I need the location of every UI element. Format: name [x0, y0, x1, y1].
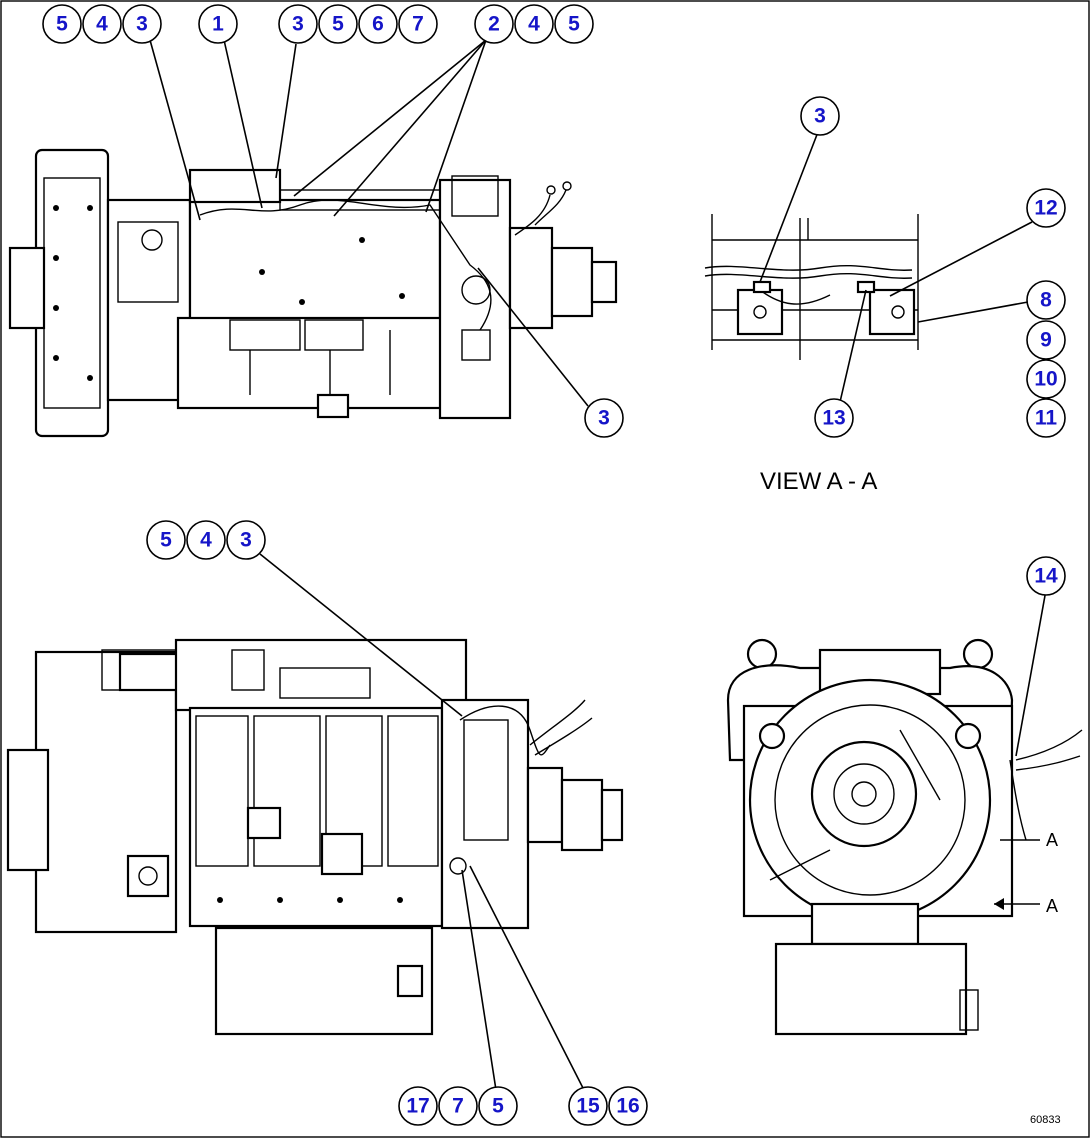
callout-bubble: 2 — [474, 4, 514, 44]
callout-bubble: 6 — [358, 4, 398, 44]
callout-bubble: 4 — [186, 520, 226, 560]
callout-number: 7 — [412, 13, 424, 36]
callout-bubble: 10 — [1026, 359, 1066, 399]
rear-view-leaders — [994, 589, 1047, 910]
callout-number: 14 — [1034, 565, 1058, 588]
callout-bubble: 5 — [318, 4, 358, 44]
callout-bubble: 14 — [1026, 556, 1066, 596]
view-aa-leaders — [759, 131, 1033, 403]
callout-bubble: 5 — [478, 1086, 518, 1126]
callout-bubble: 3 — [278, 4, 318, 44]
callout-number: 3 — [292, 13, 304, 36]
callout-number: 5 — [56, 13, 68, 36]
callout-number: 10 — [1034, 368, 1057, 391]
callout-bubble: 3 — [584, 398, 624, 438]
callout-number: 7 — [452, 1095, 464, 1118]
callout-number: 4 — [96, 13, 108, 36]
callout-bubble: 4 — [82, 4, 122, 44]
callout-number: 2 — [488, 13, 500, 36]
callout-number: 13 — [822, 407, 845, 430]
callout-bubble: 5 — [42, 4, 82, 44]
callout-number: 11 — [1035, 407, 1058, 430]
callout-bubble: 1 — [198, 4, 238, 44]
callout-bubble: 13 — [814, 398, 854, 438]
section-mark-upper: A — [1046, 830, 1058, 850]
callout-bubble: 3 — [800, 96, 840, 136]
callout-number: 3 — [814, 105, 826, 128]
callout-number: 3 — [240, 529, 252, 552]
callout-number: 4 — [528, 13, 540, 36]
callout-bubble: 17 — [398, 1086, 438, 1126]
callout-number: 1 — [212, 13, 224, 36]
callout-bubble: 5 — [554, 4, 594, 44]
callout-number: 17 — [406, 1095, 429, 1118]
callout-number: 15 — [576, 1095, 600, 1118]
callout-number: 5 — [492, 1095, 504, 1118]
callout-number: 16 — [616, 1095, 639, 1118]
rear-view-transmission — [726, 638, 1083, 1036]
callout-number: 4 — [200, 529, 212, 552]
callout-number: 6 — [372, 13, 384, 36]
callout-number: 3 — [136, 13, 148, 36]
callout-bubble: 4 — [514, 4, 554, 44]
top-view-leaders — [149, 39, 589, 407]
callout-bubble: 15 — [568, 1086, 608, 1126]
callout-bubble: 3 — [122, 4, 162, 44]
section-mark-lower: A — [1046, 896, 1058, 916]
side-view-transmission — [6, 638, 624, 1036]
callout-bubble: 16 — [608, 1086, 648, 1126]
callout-bubble: 3 — [226, 520, 266, 560]
callout-number: 5 — [568, 13, 580, 36]
callout-bubble: 11 — [1026, 398, 1066, 438]
view-aa-detail — [704, 214, 919, 360]
side-view-leaders — [259, 553, 585, 1091]
callout-bubble: 7 — [438, 1086, 478, 1126]
callout-bubble: 5 — [146, 520, 186, 560]
callout-number: 3 — [598, 407, 610, 430]
callout-number: 12 — [1034, 197, 1057, 220]
callout-number: 9 — [1040, 329, 1052, 352]
callout-bubble: 9 — [1026, 320, 1066, 360]
callout-bubble: 7 — [398, 4, 438, 44]
top-view-transmission — [8, 148, 618, 438]
callout-bubble: 8 — [1026, 280, 1066, 320]
callout-number: 8 — [1040, 289, 1052, 312]
callout-number: 5 — [332, 13, 344, 36]
callout-number: 5 — [160, 529, 172, 552]
callout-bubble: 12 — [1026, 188, 1066, 228]
view-caption: VIEW A - A — [760, 468, 878, 495]
figure-id: 60833 — [1030, 1114, 1061, 1126]
